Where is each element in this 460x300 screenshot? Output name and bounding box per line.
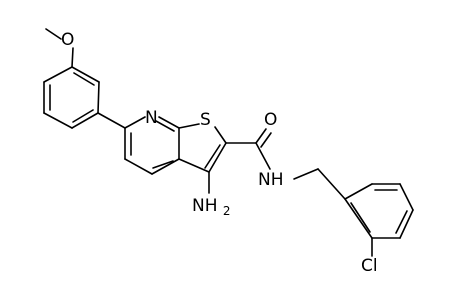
clphenyl-double-2 xyxy=(395,210,408,234)
amide-n-bond xyxy=(255,142,271,170)
thiophene-sulfur-label: S xyxy=(200,110,211,130)
clphenyl-bond-3 xyxy=(399,183,414,211)
thiophene-bond-s-c2 xyxy=(214,126,227,144)
thiophene-double xyxy=(204,144,221,169)
amino-group-label: NH 2 xyxy=(192,196,231,218)
pyridine-nitrogen-label: N xyxy=(145,108,158,128)
amide-nh-label: NH xyxy=(258,170,284,190)
biaryl-bond xyxy=(97,112,126,129)
atom-labels: O N S O NH NH 2 Cl xyxy=(61,30,378,276)
thiophene-bond-c2-c3 xyxy=(208,142,227,173)
aryl-ring-bond-4 xyxy=(43,112,73,129)
o-aryl-bond xyxy=(71,47,74,68)
aryl-ring-bond-3 xyxy=(71,112,99,129)
aryl-ring-bond-1 xyxy=(71,66,100,83)
aryl-ring-bond-6 xyxy=(43,66,73,83)
carbonyl-bond-b xyxy=(260,132,272,148)
methyl-o-bond xyxy=(45,28,62,40)
clphenyl-bond-6 xyxy=(344,198,373,239)
clphenyl-bond-1 xyxy=(344,183,373,200)
ch2-ch2-bond xyxy=(317,168,346,200)
chlorine-label: Cl xyxy=(361,256,378,276)
carbonyl-oxygen-label: O xyxy=(264,110,277,130)
pyridine-double-3 xyxy=(152,160,174,169)
pyridine-bond-c3a-c4 xyxy=(151,158,180,175)
aryl-ring-bond-2 xyxy=(97,81,100,114)
pyridine-bond-n-c7a xyxy=(158,116,180,129)
pyridine-double-2 xyxy=(155,120,175,132)
pyridine-bond-c6-n xyxy=(124,116,146,129)
pyridine-bond-c4-c5 xyxy=(124,158,153,175)
carbonyl-bond-a xyxy=(255,128,267,144)
thiophene-bond-c3-c3a xyxy=(178,158,210,173)
thiophene-bond-c7a-s xyxy=(178,123,200,129)
bonds xyxy=(43,28,414,257)
clphenyl-bond-4 xyxy=(399,209,414,239)
amino-nh-text: NH xyxy=(192,196,218,216)
aryl-ring-double-2 xyxy=(72,109,94,123)
methoxy-oxygen-label: O xyxy=(61,30,74,50)
nh-ch2-bond xyxy=(293,168,319,180)
clphenyl-double-3 xyxy=(350,202,371,233)
amino-subscript: 2 xyxy=(223,204,231,218)
aryl-ring-double-1 xyxy=(73,72,95,86)
